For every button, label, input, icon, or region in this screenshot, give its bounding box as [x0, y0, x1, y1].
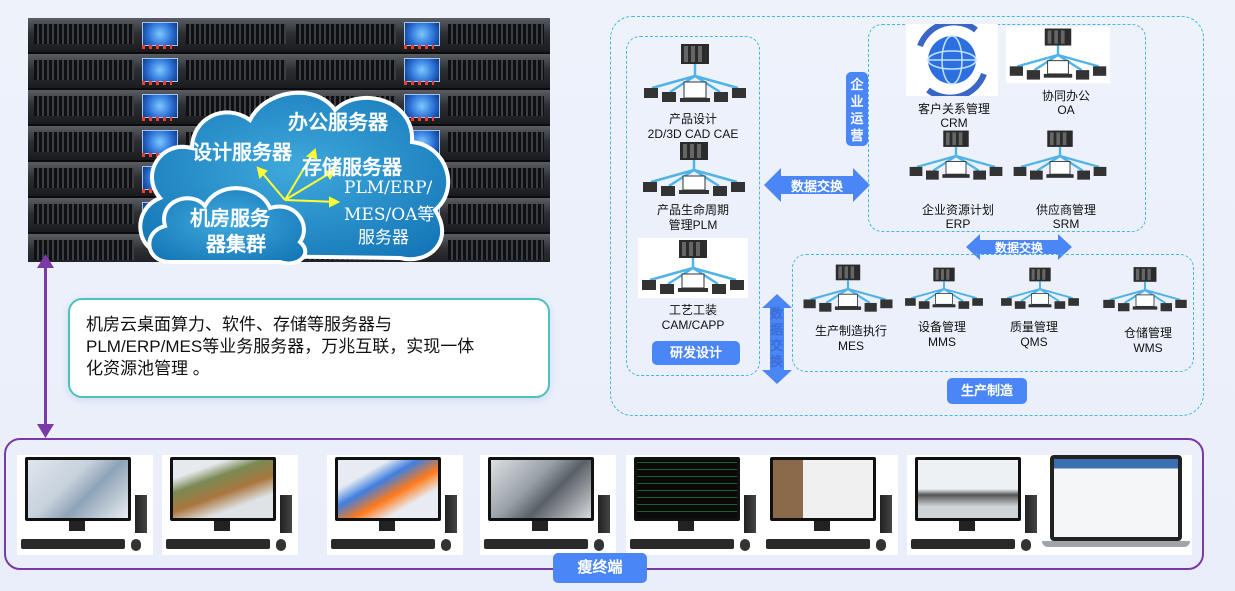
architecture-panel	[610, 16, 1204, 416]
rd-item3-line2: CAM/CAPP	[661, 318, 725, 332]
data-exchange-label-top: 数据交换	[994, 241, 1043, 255]
arrow-down-icon	[37, 424, 54, 438]
enterprise-ops-box	[868, 24, 1146, 232]
plm-server-label-3: 服务器	[358, 228, 409, 248]
rd-item2-line2: 管理PLM	[668, 218, 718, 232]
erp-line1: 企业资源计划	[921, 203, 994, 217]
mes-line1: 生产制造执行	[814, 324, 887, 338]
thin-client-terminal	[762, 455, 898, 555]
server-cloud: 办公服务器 设计服务器 存储服务器 PLM/ERP/ MES/OA等 服务器 机…	[130, 80, 460, 266]
thin-client-terminal	[327, 455, 463, 555]
mes-line2: MES	[837, 339, 864, 353]
data-exchange-arrow-top	[966, 234, 1072, 260]
erp-line2: ERP	[945, 217, 971, 231]
crm-line2: CRM	[940, 116, 968, 130]
cluster-label-1: 机房服务	[190, 206, 270, 230]
thin-client-button[interactable]: 瘦终端	[553, 553, 647, 583]
network-icon	[643, 142, 745, 196]
enterprise-ops-label: 企业运营	[846, 72, 868, 146]
data-exchange-label-vertical: 数据交换	[770, 306, 784, 369]
arrow-up-icon	[37, 254, 54, 268]
callout-line-1: 机房云桌面算力、软件、存储等服务器与	[86, 315, 392, 334]
production-button[interactable]: 生产制造	[947, 378, 1027, 404]
thin-client-terminal	[162, 455, 298, 555]
wms-line2: WMS	[1133, 341, 1163, 355]
mms-line2: MMS	[928, 335, 956, 349]
thin-client-terminal	[626, 455, 762, 555]
network-icon	[803, 264, 893, 312]
network-icon	[909, 130, 1003, 180]
laptop-terminal	[1042, 455, 1192, 555]
crm-line1: 客户关系管理	[917, 102, 990, 116]
srm-line2: SRM	[1052, 217, 1080, 231]
network-icon	[644, 44, 746, 102]
cluster-label-2: 器集群	[206, 232, 266, 256]
plm-server-label-2: MES/OA等	[344, 205, 435, 225]
thin-client-terminal	[480, 455, 616, 555]
rack-unit	[28, 18, 550, 54]
cloud-shape	[138, 90, 451, 266]
network-icon	[1001, 267, 1079, 309]
rd-item1-line2: 2D/3D CAD CAE	[647, 127, 739, 141]
data-exchange-arrow-left	[764, 168, 870, 202]
rd-item1-line1: 产品设计	[668, 112, 717, 126]
qms-line2: QMS	[1020, 335, 1048, 349]
office-server-label: 办公服务器	[288, 110, 388, 134]
mms-line1: 设备管理	[917, 320, 966, 334]
rd-design-box	[626, 36, 760, 376]
rack-unit	[28, 54, 550, 90]
vertical-connector-line	[44, 264, 47, 428]
storage-server-label: 存储服务器	[302, 155, 402, 179]
rd-design-button[interactable]: 研发设计	[652, 341, 740, 365]
globe-icon	[906, 24, 998, 96]
srm-line1: 供应商管理	[1035, 203, 1096, 217]
network-icon	[1103, 267, 1187, 312]
network-icon	[1006, 26, 1110, 84]
network-icon	[638, 238, 748, 298]
network-icon	[905, 267, 983, 309]
wms-line1: 仓储管理	[1123, 326, 1172, 340]
oa-line2: OA	[1057, 103, 1075, 117]
rd-item3-line1: 工艺工装	[668, 303, 717, 317]
qms-line1: 质量管理	[1009, 320, 1058, 334]
production-box	[792, 254, 1194, 372]
data-exchange-label-left: 数据交换	[790, 179, 843, 194]
network-icon	[1013, 130, 1107, 180]
plm-server-label-1: PLM/ERP/	[344, 178, 433, 198]
rd-item2-line1: 产品生命周期	[656, 203, 729, 217]
thin-client-terminal	[17, 455, 153, 555]
thin-client-terminal	[907, 455, 1043, 555]
design-server-label: 设计服务器	[192, 140, 292, 164]
oa-line1: 协同办公	[1041, 89, 1090, 103]
data-exchange-arrow-vertical	[762, 294, 792, 384]
callout-line-2: PLM/ERP/MES等业务服务器，万兆互联，实现一体	[86, 337, 475, 356]
description-callout: 机房云桌面算力、软件、存储等服务器与 PLM/ERP/MES等业务服务器，万兆互…	[68, 298, 550, 398]
callout-line-3: 化资源池管理 。	[86, 359, 210, 378]
